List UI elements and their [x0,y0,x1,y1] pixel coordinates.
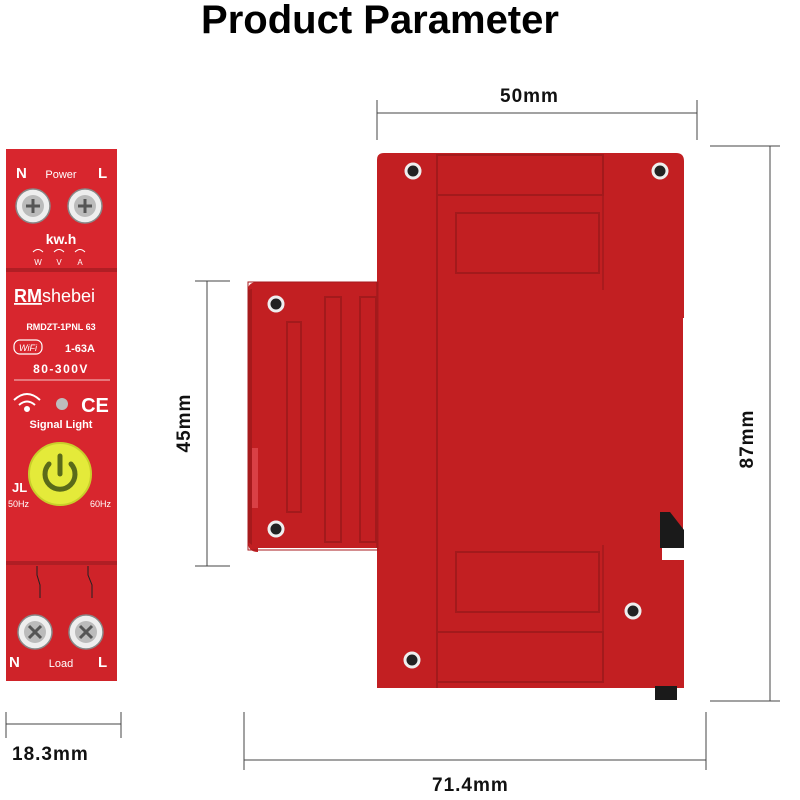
jl-label: JL [12,480,27,495]
load-label: Load [49,658,73,670]
power-button-icon [28,442,92,506]
page-title: Product Parameter [201,0,559,42]
side-view-device [247,153,684,700]
bottom-l-label: L [98,654,107,671]
signal-light-indicator [56,398,68,410]
dim-87mm-label: 87mm [737,409,758,469]
current-range: 1-63A [65,343,95,355]
dim-18mm-label: 18.3mm [12,744,89,765]
dim-71mm-label: 71.4mm [432,775,509,796]
top-n-label: N [16,165,27,182]
screw-icon [17,614,53,650]
freq-60-label: 60Hz [90,499,112,509]
meter-units: W V A [32,249,86,267]
meter-unit-label: V [56,258,62,267]
top-l-label: L [98,165,107,182]
meter-unit-label: W [34,258,42,267]
meter-unit-label: A [77,258,83,267]
voltage-range: 80-300V [33,362,89,376]
model-label: RMDZT-1PNL 63 [26,322,95,332]
dim-45mm-label: 45mm [174,393,195,453]
svg-text:WiFi: WiFi [19,343,38,353]
freq-50-label: 50Hz [8,499,30,509]
signal-light-label: Signal Light [30,419,93,431]
screw-icon [15,188,51,224]
wifi-signal-icon [13,393,41,412]
meter-label: kw.h [46,231,77,247]
screw-icon [67,188,103,224]
dim-50mm-label: 50mm [500,86,559,107]
mount-hole-icon [267,162,669,669]
wifi-badge: WiFi [13,339,43,355]
ce-mark: CE [81,395,109,417]
screw-icon [68,614,104,650]
switch-symbol-icon [36,566,93,598]
bottom-n-label: N [9,654,20,671]
brand-logo: RMshebei [14,286,95,306]
power-label: Power [45,169,77,181]
